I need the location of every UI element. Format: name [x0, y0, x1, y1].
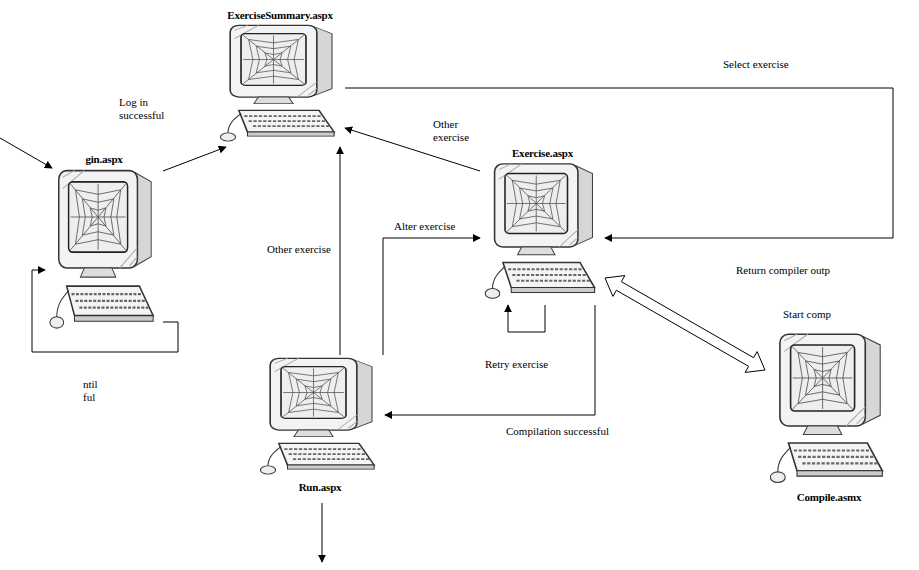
computer-icon	[220, 25, 334, 141]
flow-arrow	[340, 147, 341, 355]
page-name: gin.aspx	[45, 152, 163, 166]
flow-arrow	[508, 305, 545, 332]
page-name: Run.aspx	[255, 480, 385, 494]
edge-label: Compilation successful	[505, 425, 610, 438]
computer-icon	[260, 358, 374, 474]
exit-arrow	[322, 503, 323, 562]
computer-icon	[485, 164, 594, 298]
connector-group	[32, 88, 893, 415]
computer-icon	[215, 22, 345, 147]
computer-node: Exercise.aspx	[480, 146, 605, 305]
edge-label: Select exercise	[722, 58, 790, 71]
computer-node: Compile.asmx	[765, 330, 893, 504]
computer-icon	[765, 330, 893, 490]
edge-label: Other exercise	[432, 118, 482, 144]
computer-icon	[480, 160, 605, 305]
computer-icon	[770, 334, 882, 482]
edge-label: Retry exercise	[484, 358, 549, 371]
computer-icon	[50, 171, 153, 329]
computer-icon	[255, 355, 385, 480]
edge-label: Log in successful	[118, 96, 180, 122]
edge-label: Alter exercise	[393, 220, 456, 233]
flow-arrow	[163, 147, 226, 171]
computer-node: gin.aspx	[45, 152, 163, 336]
edge-note: Return compiler outp	[735, 264, 831, 277]
edge-label: Other exercise	[266, 243, 332, 256]
page-name: Compile.asmx	[765, 490, 893, 504]
page-name: Exercise.aspx	[480, 146, 605, 160]
page-name: ExerciseSummary.aspx	[215, 8, 345, 22]
flow-arrow	[385, 305, 595, 415]
computer-node: Run.aspx	[255, 355, 385, 494]
entry-arrow	[0, 138, 52, 168]
computer-icon	[45, 166, 163, 336]
flow-arrow	[383, 238, 480, 355]
edge-label: Start comp	[782, 308, 832, 321]
flow-arrow	[345, 88, 893, 238]
block-arrow	[605, 276, 765, 373]
edge-label: ntil ful	[82, 378, 112, 404]
computer-node: ExerciseSummary.aspx	[215, 8, 345, 147]
